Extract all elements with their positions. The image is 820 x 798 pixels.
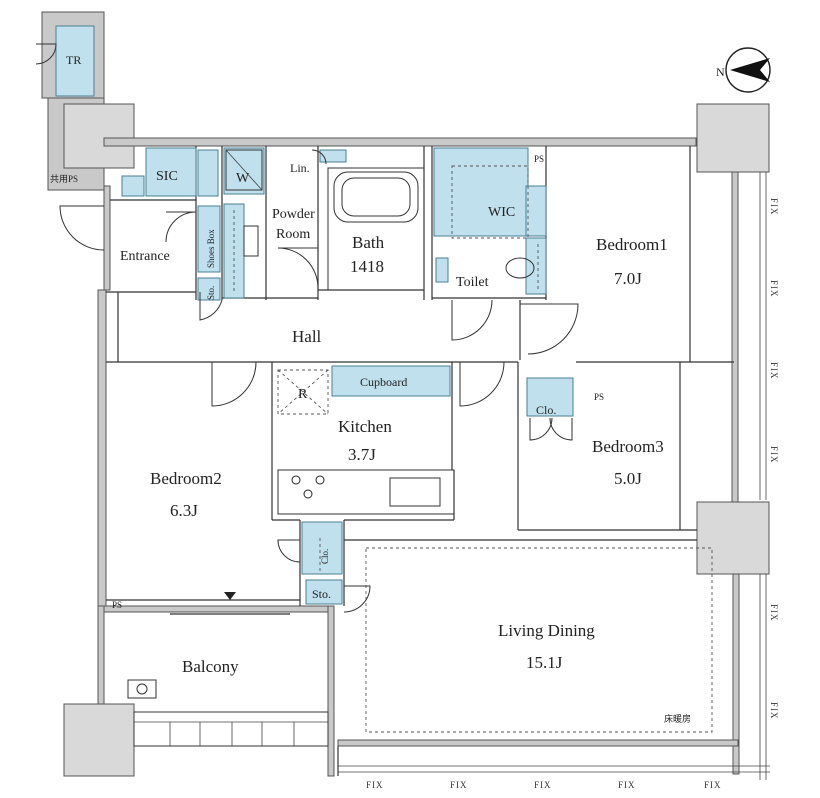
fix-label-right-3: FIX (769, 362, 779, 380)
fix-label-bottom-3: FIX (534, 780, 552, 790)
label-refrigerator: R (298, 387, 308, 402)
powder-sink (243, 225, 259, 257)
storage-areas (121, 147, 574, 605)
doors (35, 43, 579, 613)
label-clo-bedroom3: Clo. (536, 403, 556, 417)
bottom-wall (337, 739, 739, 747)
balcony-railing (133, 711, 329, 747)
label-bedroom2-size: 6.3J (170, 501, 198, 520)
label-living-dining: Living Dining (498, 621, 595, 640)
balcony-entry-marker (224, 592, 236, 600)
label-cupboard: Cupboard (360, 375, 407, 389)
bathtub (333, 171, 419, 223)
room-labels: TR 共用PS SIC W Lin. Powder Room Bath 1418… (50, 53, 691, 724)
label-kitchen: Kitchen (338, 417, 392, 436)
fix-label-right-2: FIX (769, 280, 779, 298)
label-kitchen-size: 3.7J (348, 445, 376, 464)
powder-door (277, 247, 319, 289)
label-bedroom2: Bedroom2 (150, 469, 222, 488)
compass: N (716, 47, 771, 93)
compass-north-label: N (716, 65, 725, 79)
label-meter-ps: 共用PS (50, 174, 78, 184)
clo-bedroom3 (526, 377, 574, 417)
label-powder-line1: Powder (272, 207, 315, 222)
fix-label-bottom-2: FIX (450, 780, 468, 790)
left-wall (97, 289, 107, 607)
label-w: W (236, 171, 250, 186)
fix-label-right-6: FIX (769, 702, 779, 720)
kitchen-sink (389, 477, 441, 507)
stove-burners (291, 475, 325, 499)
column-mid-right (696, 501, 770, 575)
column-bottom-left (63, 703, 135, 777)
label-lin: Lin. (290, 161, 310, 175)
sic-closet (145, 147, 197, 197)
label-bath: Bath (352, 233, 385, 252)
label-ps-bedroom3: PS (594, 392, 604, 402)
washer (225, 149, 263, 191)
label-sto-entrance: Sto. (206, 286, 216, 300)
linen-shelf (319, 149, 347, 163)
wic-closet (433, 147, 529, 237)
label-bedroom1-size: 7.0J (614, 269, 642, 288)
label-bedroom1: Bedroom1 (596, 235, 668, 254)
label-shoes-box: Shoes Box (206, 229, 216, 268)
label-tr: TR (66, 53, 81, 67)
label-living-size: 15.1J (526, 653, 563, 672)
column-top-left (63, 103, 135, 169)
top-wall (103, 137, 697, 147)
fixtures (127, 149, 535, 699)
cupboard (331, 365, 451, 397)
walls (41, 11, 770, 780)
clo-hall (301, 521, 343, 575)
label-floor-heating: 床暖房 (664, 713, 691, 724)
label-toilet: Toilet (456, 275, 489, 290)
kitchen-door (459, 361, 505, 407)
fix-label-right-4: FIX (769, 446, 779, 464)
fix-label-bottom-5: FIX (704, 780, 722, 790)
label-bath-size: 1418 (350, 257, 384, 276)
sto-hall (305, 579, 343, 605)
tr-room (55, 25, 95, 97)
label-sic: SIC (156, 169, 178, 184)
fix-label-bottom-1: FIX (366, 780, 384, 790)
label-ps-bedroom2: PS (112, 600, 122, 610)
label-bedroom3-size: 5.0J (614, 469, 642, 488)
label-sto-hall: Sto. (312, 587, 331, 601)
toilet-door (451, 299, 493, 341)
entrance-left-wall (103, 185, 111, 291)
label-entrance: Entrance (120, 249, 170, 264)
label-balcony: Balcony (182, 657, 239, 676)
balcony-faucet (127, 679, 157, 699)
label-wic: WIC (488, 205, 515, 220)
dashed-guides (233, 165, 713, 733)
compass-arrow-icon (730, 58, 770, 82)
fix-labels: FIX FIX FIX FIX FIX FIX FIX FIX FIX FIX … (366, 198, 779, 790)
refrigerator-space (277, 369, 329, 415)
sto-entrance (197, 277, 221, 301)
toilet-bowl (505, 257, 535, 279)
balcony-right-wall (327, 605, 335, 777)
partitions (106, 146, 734, 606)
fix-label-right-1: FIX (769, 198, 779, 216)
shoes-box (197, 205, 221, 273)
label-hall: Hall (292, 327, 322, 346)
label-clo-hall: Clo. (320, 549, 330, 564)
label-powder-line2: Room (276, 227, 310, 242)
bedroom1-door (520, 303, 579, 355)
column-top-right (696, 103, 770, 173)
label-bedroom3: Bedroom3 (592, 437, 664, 456)
fix-label-bottom-4: FIX (618, 780, 636, 790)
bedroom2-door (211, 361, 257, 407)
right-wall-lower (732, 573, 740, 775)
label-ps-top: PS (534, 154, 544, 164)
entrance-door (59, 205, 105, 251)
balcony-top-wall (97, 605, 335, 613)
floor-heating-zone (365, 547, 713, 733)
right-wall-upper (731, 171, 739, 533)
fix-label-right-5: FIX (769, 604, 779, 622)
